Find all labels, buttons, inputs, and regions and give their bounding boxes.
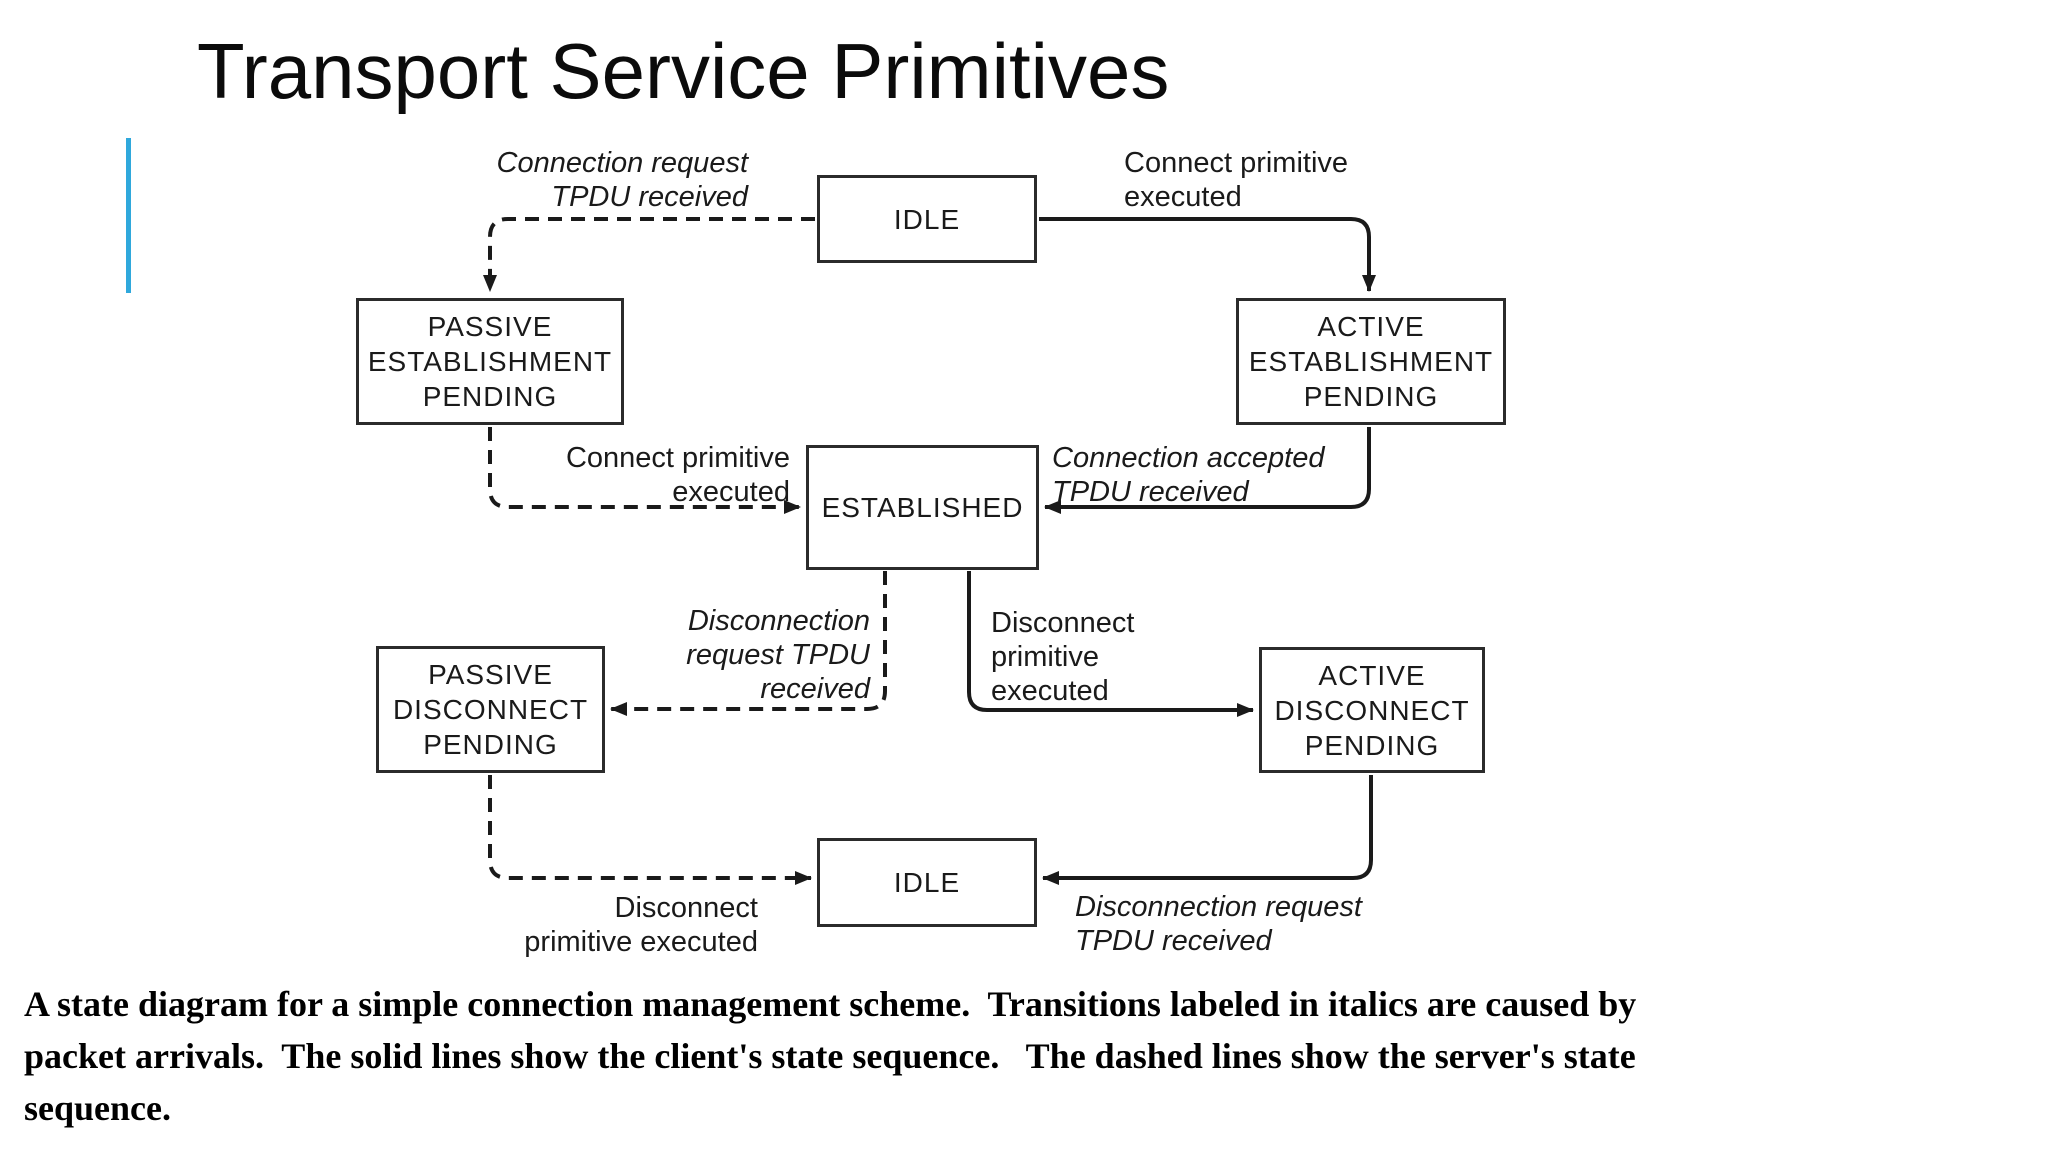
label-disconnection-request-tpdu-received-mid: Disconnection request TPDU received xyxy=(686,605,870,705)
edge-disconnection-request-tpdu-received-client xyxy=(1042,775,1373,885)
state-active-disconnect-pending: ACTIVE DISCONNECT PENDING xyxy=(1259,647,1485,773)
edge-connection-request-tpdu-received xyxy=(483,217,815,292)
page-title: Transport Service Primitives xyxy=(197,27,1170,115)
edge-connection-accepted-tpdu-received xyxy=(1044,427,1371,514)
label-connect-primitive-executed-mid: Connect primitive executed xyxy=(565,442,790,508)
label-disconnect-primitive-executed-bottom: Disconnect primitive executed xyxy=(524,892,758,958)
label-connection-accepted-tpdu-received: Connection accepted TPDU received xyxy=(1052,442,1325,508)
state-passive-establishment-pending: PASSIVE ESTABLISHMENT PENDING xyxy=(356,298,624,425)
edge-connect-primitive-executed-client xyxy=(1039,217,1376,292)
label-connect-primitive-executed-top: Connect primitive executed xyxy=(1124,147,1349,213)
label-connection-request-tpdu-received: Connection request TPDU received xyxy=(496,147,749,213)
state-idle-top: IDLE xyxy=(817,175,1037,263)
state-active-establishment-pending: ACTIVE ESTABLISHMENT PENDING xyxy=(1236,298,1506,425)
state-established: ESTABLISHED xyxy=(806,445,1039,570)
edge-disconnection-request-tpdu-received-server xyxy=(610,571,887,716)
edge-disconnect-primitive-executed-client xyxy=(967,571,1254,717)
edge-disconnect-primitive-executed-server xyxy=(488,775,812,885)
label-disconnection-request-tpdu-received-bottom: Disconnection request TPDU received xyxy=(1075,891,1362,957)
label-disconnect-primitive-executed-mid: Disconnect primitive executed xyxy=(991,607,1135,707)
figure-caption: A state diagram for a simple connection … xyxy=(24,984,1637,1128)
edge-connect-primitive-executed-server xyxy=(488,427,801,514)
state-passive-disconnect-pending: PASSIVE DISCONNECT PENDING xyxy=(376,646,605,773)
state-idle-bottom: IDLE xyxy=(817,838,1037,927)
accent-bar xyxy=(126,138,131,293)
